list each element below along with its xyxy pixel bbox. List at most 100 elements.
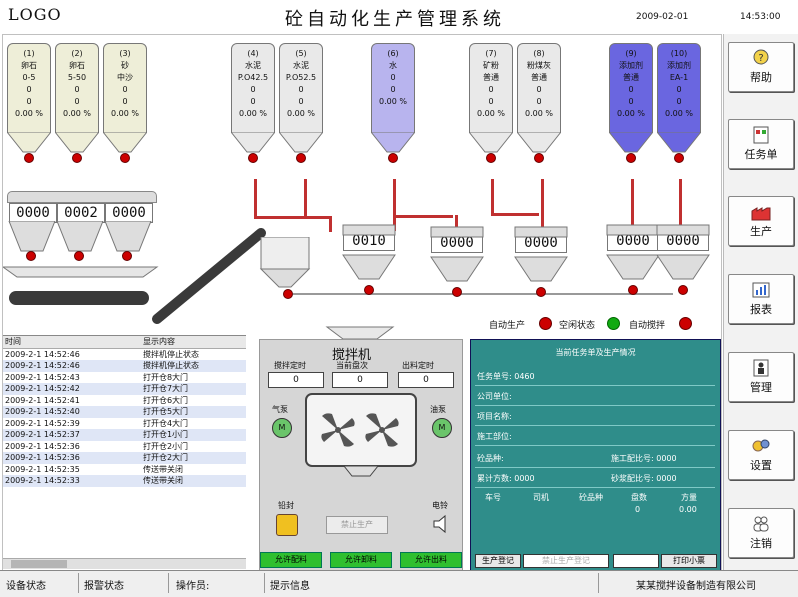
nav-label: 注销 (750, 537, 772, 550)
air-pump-label: 气泵 (272, 405, 288, 414)
production-register-button[interactable]: 生产登记 (475, 554, 521, 568)
log-content: 打开仓1小门 (140, 429, 246, 441)
seal-label: 铅封 (278, 501, 294, 510)
nav-label: 报表 (750, 303, 772, 316)
oil-pump-label: 油泵 (430, 405, 446, 414)
prohibit-register-button[interactable]: 禁止生产登记 (523, 554, 609, 568)
bell-label: 电铃 (432, 501, 448, 510)
log-content: 传送带关闭 (142, 464, 183, 474)
powder-scale-lamp (536, 287, 546, 297)
nav-button-0[interactable]: ? 帮助 (728, 42, 794, 92)
log-time: 2009-2-1 14:52:36 (3, 452, 141, 464)
silo-percent: 0.00 % (525, 109, 553, 118)
task-no-label: 任务单号: (477, 372, 512, 381)
silo-number: (8) (533, 49, 545, 58)
log-time: 2009-2-1 14:52:46 (3, 360, 141, 372)
nav-label: 帮助 (750, 71, 772, 84)
log-header-content: 显示内容 (140, 336, 246, 349)
air-pump-icon[interactable]: M (272, 418, 292, 438)
report-icon (729, 281, 793, 299)
nav-button-1[interactable]: 任务单 (728, 119, 794, 169)
idle-label: 空闲状态 (559, 321, 596, 331)
silo-value-2: 0 (250, 97, 256, 106)
print-ticket-button[interactable]: 打印小票 (661, 554, 717, 568)
total-volume-label: 累计方数: (477, 474, 512, 483)
silo-material: 卵石 (69, 61, 85, 70)
allow-batching-button[interactable]: 允许配料 (260, 552, 322, 568)
auto-mix-label: 自动搅拌 (629, 321, 666, 331)
allow-discharge-button[interactable]: 允许出料 (400, 552, 462, 568)
silo-spec: 普通 (531, 73, 547, 82)
silo-spec: 普通 (483, 73, 499, 82)
nav-label: 设置 (750, 459, 772, 472)
mix-timer-field[interactable]: 0 (268, 372, 324, 388)
mixer-panel: 搅拌机 搅拌定时 当前盘次 出料定时 0 0 0 气泵 油泵 M M 铅封 电铃… (259, 339, 463, 573)
silo-percent: 0.00 % (665, 109, 693, 118)
nav-button-3[interactable]: 报表 (728, 274, 794, 324)
seal-lock-icon (276, 514, 298, 536)
task-list-icon (729, 126, 793, 144)
silo-gate-lamp (626, 153, 636, 163)
register-input[interactable] (613, 554, 659, 568)
log-time: 2009-2-1 14:52:41 (5, 395, 80, 405)
nav-label: 任务单 (744, 148, 778, 161)
log-content: 搅拌机停止状态 (142, 349, 199, 359)
silo-percent: 0.00 % (111, 109, 139, 118)
mixer-title: 搅拌机 (332, 348, 372, 363)
silo-number: (5) (295, 49, 307, 58)
allow-unloading-button[interactable]: 允许卸料 (330, 552, 392, 568)
oil-pump-icon[interactable]: M (432, 418, 452, 438)
silo-value-2: 0 (536, 97, 542, 106)
silo-material: 砂 (121, 61, 129, 70)
silo-value-2: 0 (74, 97, 80, 106)
silo-spec: P.O52.5 (285, 73, 317, 82)
nav-button-4[interactable]: 管理 (728, 352, 794, 402)
nav-button-5[interactable]: 设置 (728, 430, 794, 480)
silo-value-1: 0 (488, 85, 494, 94)
additive-scale-2: 0000 (657, 231, 709, 251)
nav-button-2[interactable]: 生产 (728, 196, 794, 246)
silo-gate-lamp (72, 153, 82, 163)
hint-message: 提示信息 (270, 581, 310, 592)
silo-value-2: 0 (26, 97, 32, 106)
discharge-timer-field[interactable]: 0 (398, 372, 454, 388)
aggregate-scale-1: 0000 (9, 203, 57, 223)
nav-label: 生产 (750, 225, 772, 238)
nav-button-6[interactable]: 注销 (728, 508, 794, 558)
silo-value-1: 0 (298, 85, 304, 94)
log-scrollbar[interactable] (3, 558, 246, 569)
col-grade: 砼品种 (579, 493, 603, 502)
powder-hoppers (342, 224, 710, 282)
silo-value-2: 0 (122, 97, 128, 106)
silo-gate-lamp (674, 153, 684, 163)
aggregate-gate-lamp-3 (122, 251, 132, 261)
silo-value-1: 0 (250, 85, 256, 94)
mix-ratio-label: 施工配比号: (611, 454, 654, 463)
silo-material: 水泥 (293, 61, 309, 70)
silo-value-1: 0 (122, 85, 128, 94)
mixer-drum-icon (305, 393, 417, 477)
svg-text:?: ? (758, 53, 763, 64)
batch-count-field[interactable]: 0 (332, 372, 388, 388)
task-panel-title: 当前任务单及生产情况 (555, 348, 636, 357)
idle-lamp (607, 317, 620, 330)
mortar-ratio-value: 0000 (656, 474, 677, 483)
silo-percent: 0.00 % (477, 109, 505, 118)
prohibit-production-button[interactable]: 禁止生产 (326, 516, 388, 534)
silo-gate-lamp (534, 153, 544, 163)
aggregate-scale-2: 0002 (57, 203, 105, 223)
silo-number: (10) (670, 49, 688, 58)
silo-value-1: 0 (536, 85, 542, 94)
